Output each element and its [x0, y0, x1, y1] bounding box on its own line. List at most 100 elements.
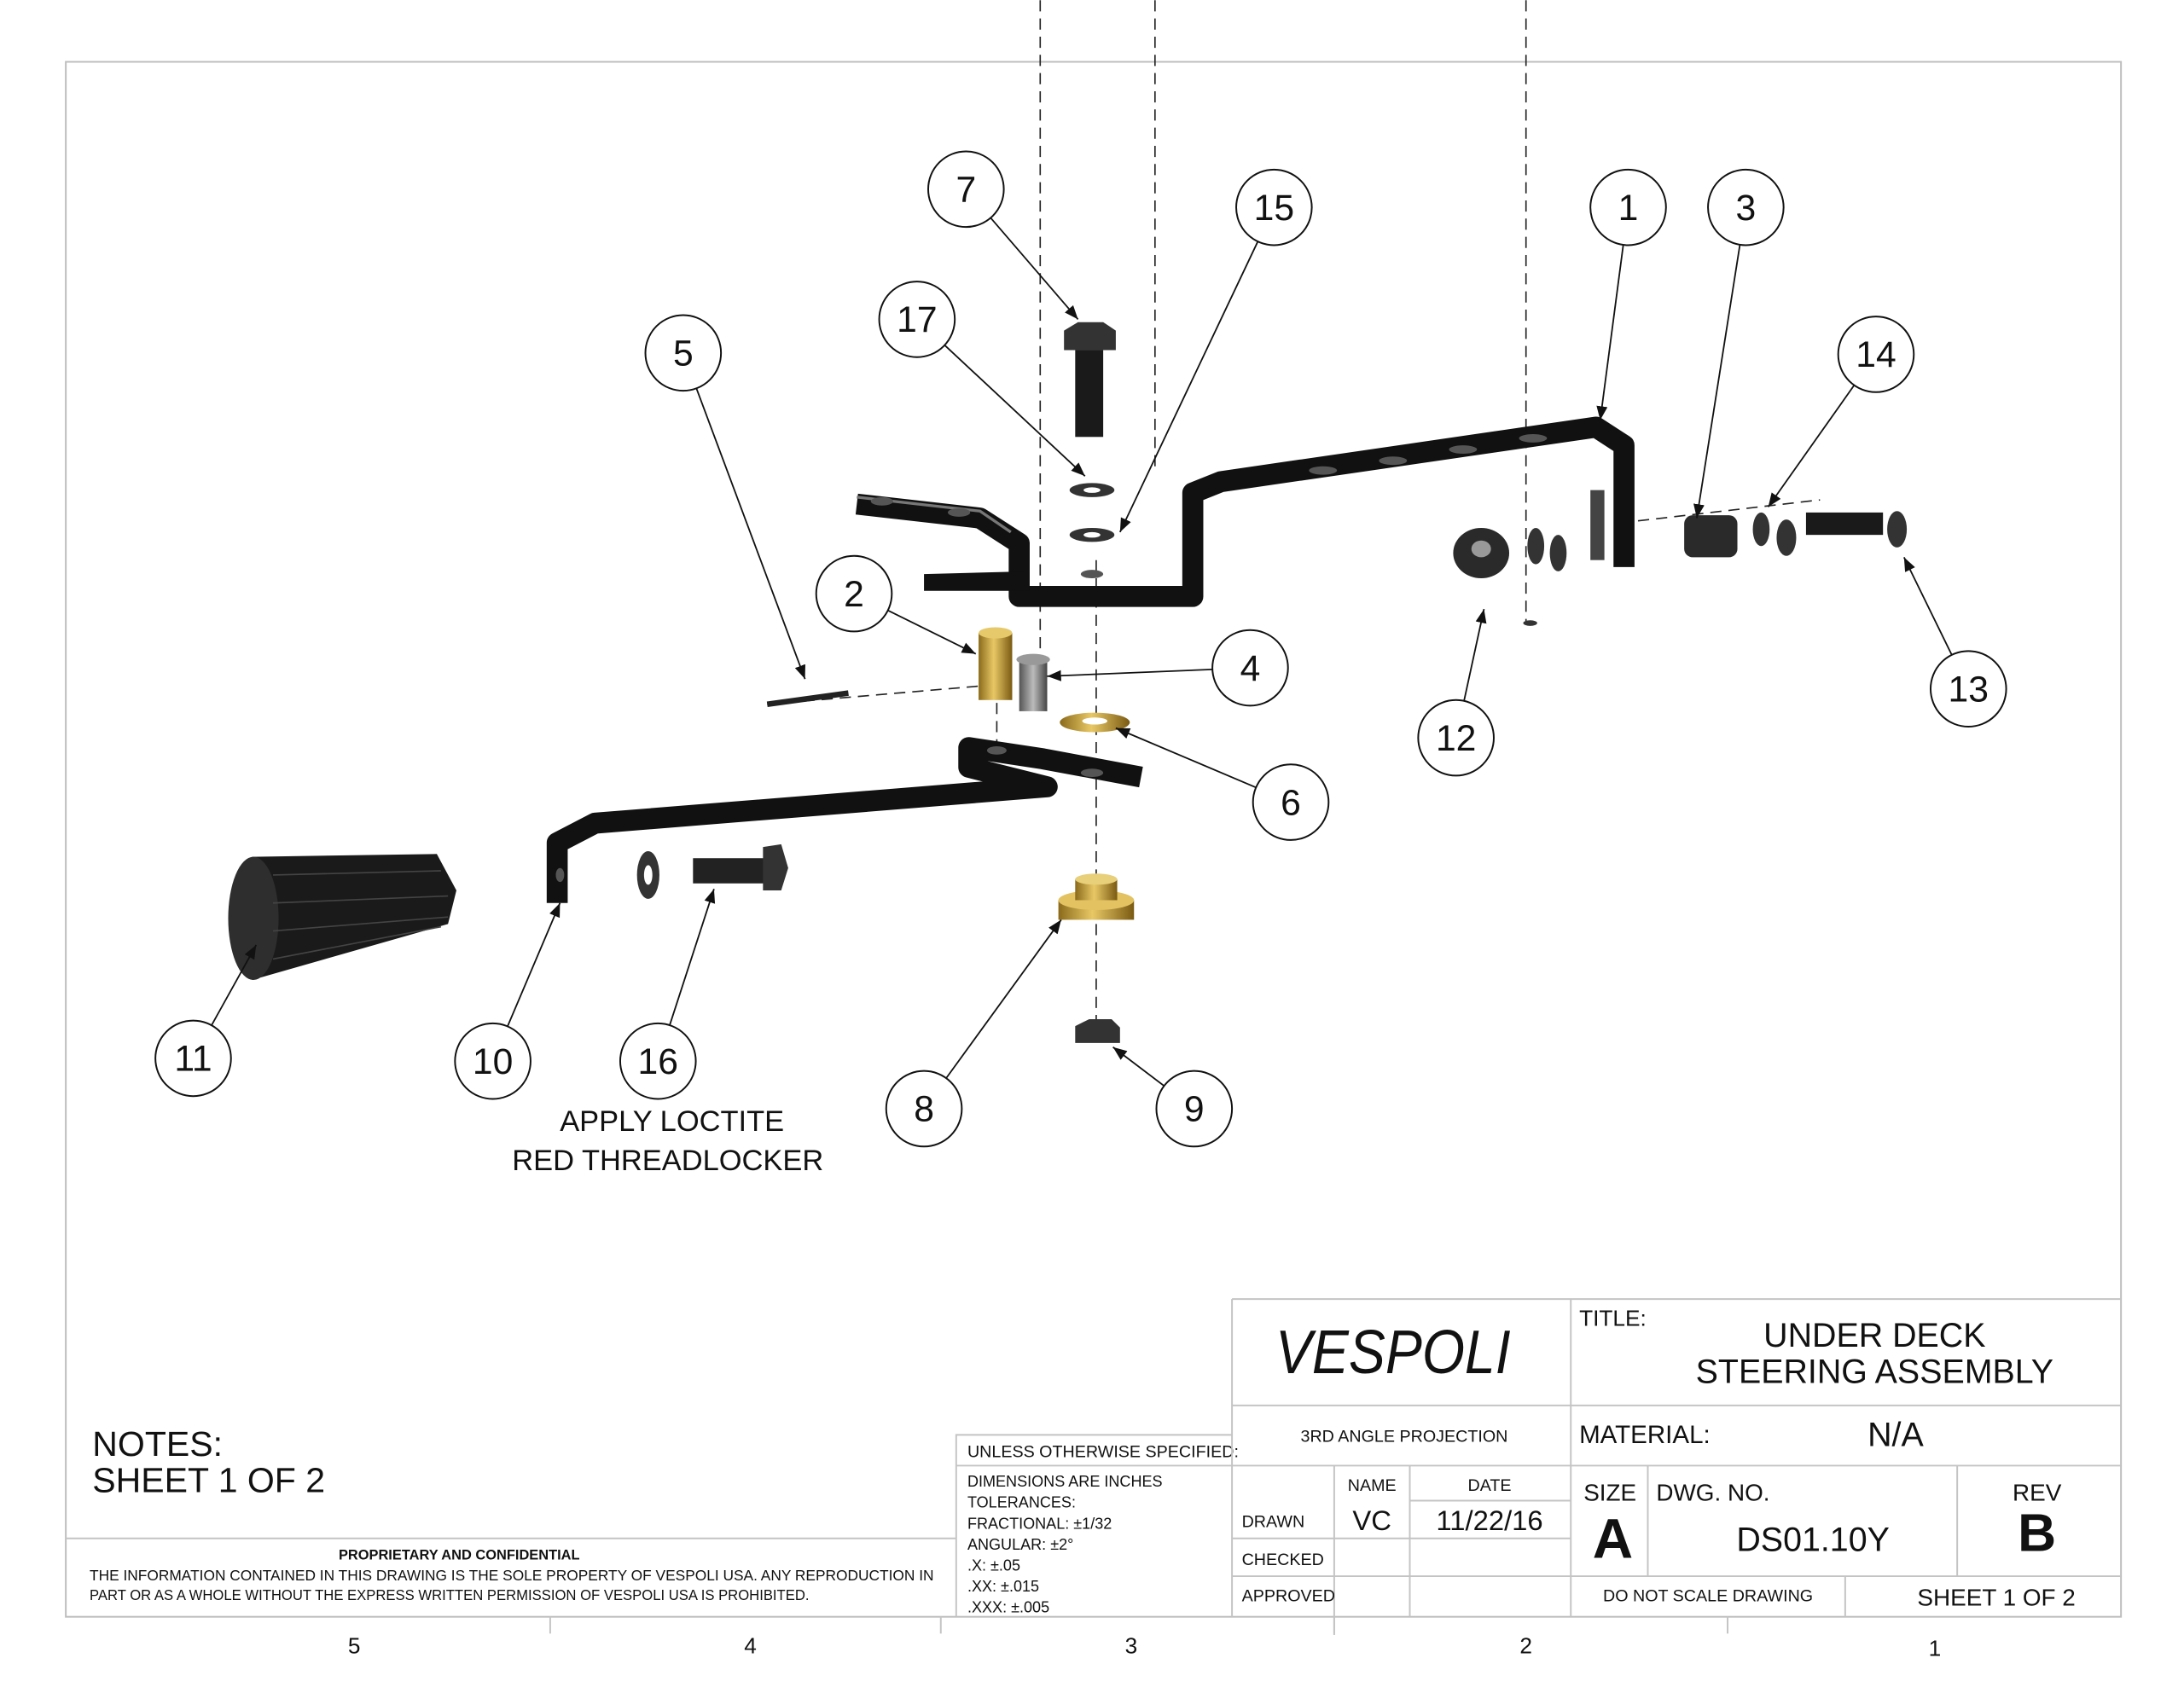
title-line2: STEERING ASSEMBLY [1696, 1354, 2053, 1391]
drawn-name: VC [1352, 1504, 1391, 1536]
note-line: APPLY LOCTITE [560, 1105, 784, 1138]
part-7-bolt [1064, 322, 1116, 438]
balloon-number: 8 [914, 1089, 934, 1130]
rev-value: B [2018, 1504, 2056, 1563]
leader-line [990, 217, 1079, 321]
sheet-border [65, 61, 2123, 1618]
balloon-number: 1 [1618, 188, 1639, 229]
balloon-number: 12 [1436, 718, 1476, 759]
balloon-16: 16 [619, 1022, 697, 1100]
balloon-circle [1211, 629, 1289, 707]
leader-line [1596, 244, 1624, 420]
balloon-number: 2 [844, 574, 864, 615]
part-17-15-washers [1069, 483, 1115, 542]
date-header: DATE [1468, 1476, 1512, 1495]
leader-line [1463, 608, 1487, 701]
balloon-1: 1 [1589, 168, 1667, 246]
notes-sheet: SHEET 1 OF 2 [92, 1461, 325, 1500]
balloon-circle [644, 314, 723, 392]
balloon-4: 4 [1211, 629, 1289, 707]
tolerance-line: .XXX: ±.005 [967, 1599, 1049, 1616]
dwg-number: DS01.10Y [1736, 1522, 1890, 1559]
balloon-number: 6 [1281, 782, 1301, 823]
part-12-nut-washers [1453, 527, 1567, 626]
leader-line [1119, 241, 1259, 533]
tolerance-header: UNLESS OTHERWISE SPECIFIED: [967, 1443, 1239, 1462]
zone-label: 4 [744, 1632, 757, 1658]
balloon-circle [815, 554, 893, 633]
balloon-circle [619, 1022, 697, 1100]
balloon-number: 13 [1949, 669, 1989, 710]
loctite-note: APPLY LOCTITE RED THREADLOCKER [512, 1105, 823, 1177]
tolerance-line: .XX: ±.015 [967, 1578, 1039, 1595]
balloon-10: 10 [454, 1022, 531, 1100]
part-3-14-13-hardware [1684, 511, 1908, 558]
part-2-brass-pin [979, 627, 1013, 700]
dwg-label: DWG. NO. [1656, 1479, 1769, 1505]
part-16-bolt [636, 844, 788, 899]
balloon-circle [878, 281, 956, 358]
title-block: VESPOLI TITLE: UNDER DECK STEERING ASSEM… [1231, 1298, 2122, 1635]
leader-line [1902, 557, 1953, 656]
leader-line [1112, 1046, 1165, 1087]
balloon-circle [1837, 316, 1915, 393]
balloon-circle [1589, 168, 1667, 246]
leader-line [1767, 385, 1856, 507]
balloon-2: 2 [815, 554, 893, 633]
balloon-3: 3 [1707, 168, 1785, 246]
part-1-upper-bracket [855, 416, 1635, 607]
balloon-7: 7 [927, 150, 1005, 229]
balloon-13: 13 [1929, 650, 2007, 728]
balloon-leaders [211, 217, 1953, 1087]
balloon-number: 10 [473, 1041, 513, 1082]
projection-label: 3RD ANGLE PROJECTION [1301, 1428, 1508, 1446]
tolerance-block: UNLESS OTHERWISE SPECIFIED: DIMENSIONS A… [955, 1434, 1239, 1617]
zone-markers: 5 4 3 2 1 [348, 1616, 1941, 1661]
part-4-sleeve [1016, 653, 1050, 711]
part-8-brass-bushing [1058, 873, 1135, 920]
tolerance-line: FRACTIONAL: ±1/32 [967, 1515, 1112, 1532]
balloon-number: 7 [956, 170, 976, 211]
balloon-6: 6 [1252, 763, 1330, 841]
vespoli-logo: VESPOLI [1275, 1319, 1511, 1387]
size-value: A [1593, 1508, 1633, 1570]
balloon-number: 4 [1240, 648, 1261, 689]
zone-label: 3 [1125, 1632, 1138, 1658]
leader-line [945, 919, 1062, 1079]
part-9-nut [1075, 1018, 1120, 1043]
proprietary-heading: PROPRIETARY AND CONFIDENTIAL [339, 1547, 580, 1562]
part-5-cotter-pin [766, 690, 849, 707]
leader-line [944, 345, 1086, 477]
balloon-11: 11 [154, 1019, 232, 1098]
approved-label: APPROVED [1242, 1587, 1335, 1606]
title-line1: UNDER DECK [1763, 1317, 1985, 1354]
checked-label: CHECKED [1242, 1551, 1324, 1569]
material-value: N/A [1867, 1416, 1924, 1453]
name-header: NAME [1348, 1476, 1397, 1495]
tolerance-line: ANGULAR: ±2° [967, 1536, 1073, 1553]
balloon-number: 16 [638, 1041, 678, 1082]
leader-line [507, 902, 561, 1027]
part-6-brass-washer [1060, 712, 1130, 733]
balloon-circle [1155, 1070, 1234, 1148]
leader-line [1693, 244, 1741, 519]
balloon-circle [454, 1022, 531, 1100]
leader-line [1047, 668, 1213, 681]
proprietary-text: PART OR AS A WHOLE WITHOUT THE EXPRESS W… [90, 1586, 809, 1603]
balloon-circle [1707, 168, 1785, 246]
note-line: RED THREADLOCKER [512, 1145, 823, 1177]
size-label: SIZE [1583, 1479, 1636, 1505]
drawn-label: DRAWN [1242, 1513, 1305, 1532]
balloon-9: 9 [1155, 1070, 1234, 1148]
proprietary-text: THE INFORMATION CONTAINED IN THIS DRAWIN… [90, 1567, 934, 1584]
balloon-5: 5 [644, 314, 723, 392]
leader-line [669, 889, 716, 1026]
rev-label: REV [2013, 1479, 2062, 1505]
sheet-number: SHEET 1 OF 2 [1917, 1585, 2075, 1611]
balloon-circle [1417, 699, 1495, 777]
notes-heading: NOTES: [92, 1424, 223, 1464]
balloon-number: 14 [1856, 334, 1896, 375]
no-scale-label: DO NOT SCALE DRAWING [1603, 1587, 1813, 1606]
balloon-number: 3 [1735, 188, 1756, 229]
